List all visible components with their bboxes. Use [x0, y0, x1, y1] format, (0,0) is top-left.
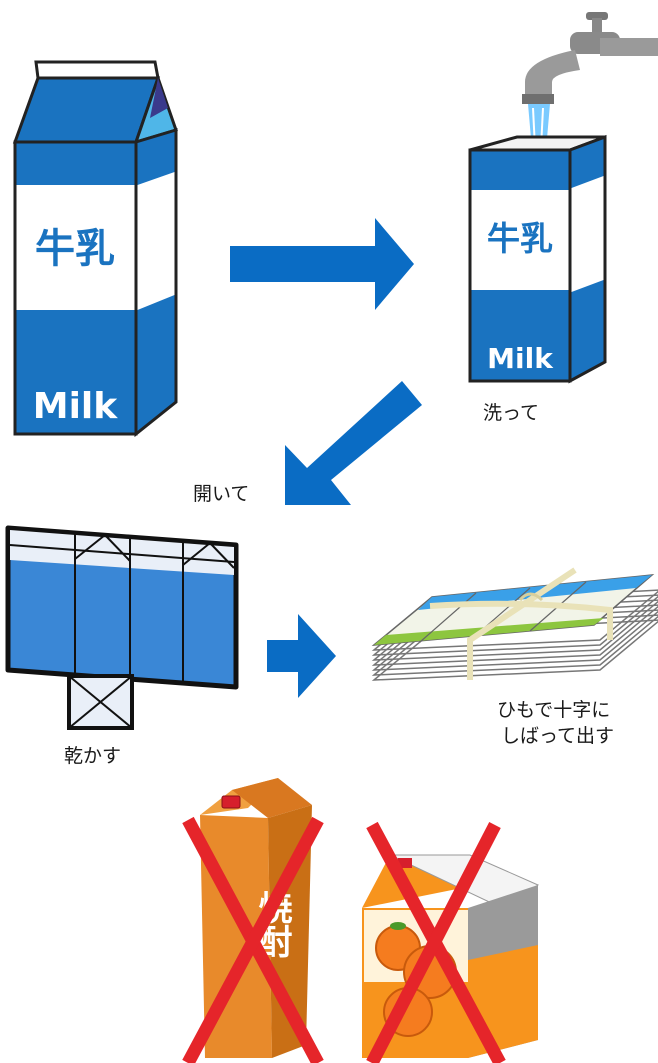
- opened-carton: [5, 525, 239, 730]
- milk-carton-large: 牛乳 Milk: [12, 60, 178, 438]
- tied-carton-bundle: [371, 567, 658, 681]
- tie-caption-line2: しばって出す: [501, 725, 615, 747]
- washed-carton-kanji-label: 牛乳: [487, 219, 553, 258]
- arrow-right-icon-2: [267, 614, 336, 698]
- carton-kanji-label: 牛乳: [35, 226, 115, 272]
- wash-caption: 洗って: [483, 402, 540, 424]
- arrow-right-icon: [230, 218, 414, 310]
- tie-caption-line1: ひもで十字に: [497, 699, 611, 721]
- faucet-icon: [522, 12, 658, 104]
- prohibited-cross-icon-2: [366, 821, 506, 1063]
- milk-carton-washed: 牛乳 Milk: [468, 134, 607, 384]
- open-caption: 開いて: [193, 483, 250, 505]
- prohibited-cross-icon: [182, 816, 324, 1063]
- arrow-down-left-icon: [285, 381, 422, 505]
- washed-carton-milk-label: Milk: [487, 342, 554, 375]
- carton-milk-label: Milk: [33, 386, 119, 427]
- dry-caption: 乾かす: [64, 745, 122, 767]
